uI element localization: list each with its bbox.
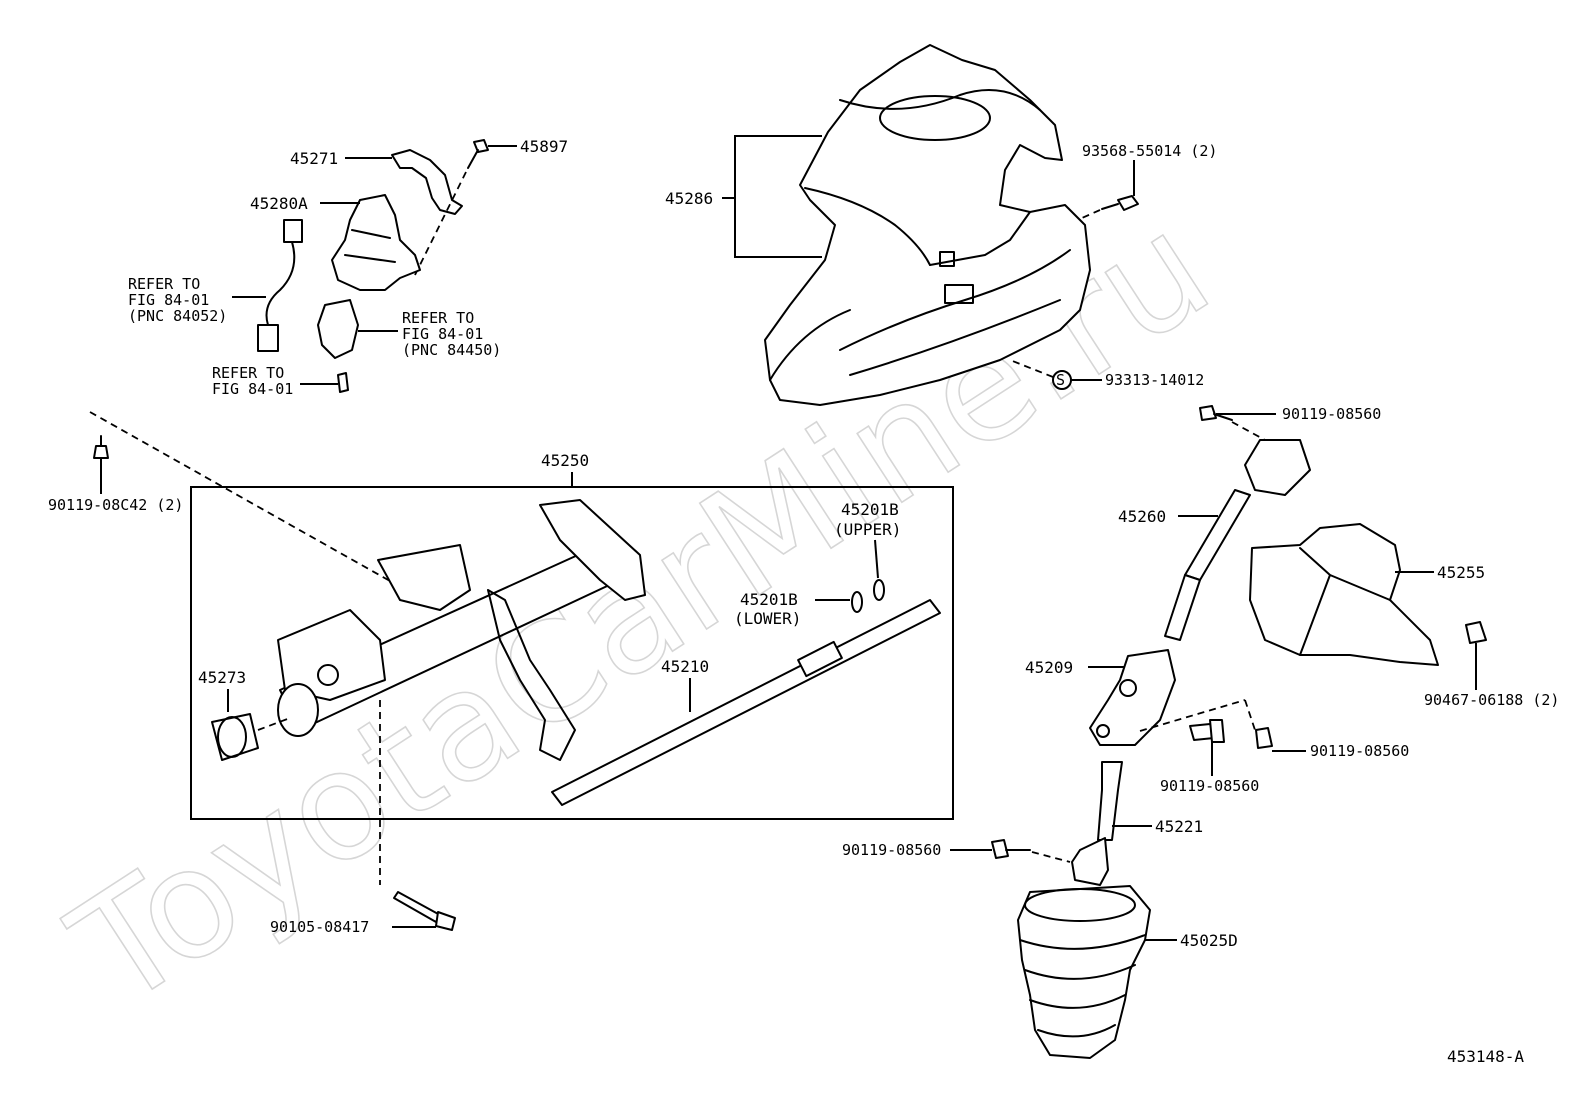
bracket-45271: [391, 149, 463, 215]
label-90105-08417: 90105-08417: [270, 918, 369, 936]
snap-ring-45201B-upper: [873, 579, 885, 601]
intermediate-shaft-45260: [1164, 439, 1311, 641]
svg-text:S: S: [1056, 371, 1065, 389]
leader-45286: [734, 135, 822, 258]
refer-to-84450-line3: (PNC 84450): [402, 341, 501, 359]
figure-number: 453148-A: [1447, 1047, 1524, 1066]
label-upper: (UPPER): [834, 520, 901, 539]
label-45221: 45221: [1155, 817, 1203, 836]
column-tube: [277, 499, 646, 761]
universal-joint-45209: [1089, 649, 1176, 746]
label-lower: (LOWER): [734, 609, 801, 628]
bolt-90105-08417: [393, 891, 456, 931]
refer-to-84052-line2: FIG 84-01: [128, 291, 209, 309]
small-screw-84-01: [337, 372, 349, 393]
cover-45255: [1249, 523, 1439, 666]
label-90119-08560-mid: 90119-08560: [1160, 777, 1259, 795]
screw-45897: [467, 139, 489, 169]
boot-45025D: [1017, 885, 1151, 1059]
label-45286: 45286: [665, 189, 713, 208]
label-45255: 45255: [1437, 563, 1485, 582]
bolt-90119-08560-mid: [1189, 719, 1225, 743]
column-cover-45286: [764, 44, 1091, 406]
label-45260: 45260: [1118, 507, 1166, 526]
clip-90467-06188: [1465, 621, 1487, 644]
label-90467-06188: 90467-06188 (2): [1424, 691, 1559, 709]
label-45271: 45271: [290, 149, 338, 168]
label-90119-08560-left: 90119-08560: [842, 841, 941, 859]
refer-to-84450-line2: FIG 84-01: [402, 325, 483, 343]
label-45273: 45273: [198, 668, 246, 687]
screw-93568-55014: [1101, 195, 1139, 211]
label-90119-08560-right: 90119-08560: [1310, 742, 1409, 760]
label-45897: 45897: [520, 137, 568, 156]
refer-to-84-01-line2: FIG 84-01: [212, 380, 293, 398]
sliding-yoke-45221: [1071, 761, 1123, 886]
bolt-90119-08560-right: [1255, 727, 1273, 749]
label-90119-08560-top: 90119-08560: [1282, 405, 1381, 423]
bolt-90119-08C42: [93, 435, 109, 459]
refer-to-84052-line3: (PNC 84052): [128, 307, 227, 325]
refer-to-84052-line1: REFER TO: [128, 275, 200, 293]
connector-wire-84052: [257, 219, 303, 352]
label-93313-14012: 93313-14012: [1105, 371, 1204, 389]
refer-to-84-01-line1: REFER TO: [212, 364, 284, 382]
ignition-housing-45280A: [331, 194, 421, 291]
label-90119-08C42: 90119-08C42 (2): [48, 496, 183, 514]
label-45250: 45250: [541, 451, 589, 470]
refer-to-84450-line1: REFER TO: [402, 309, 474, 327]
label-45025D: 45025D: [1180, 931, 1238, 950]
bolt-90119-08560-left: [991, 839, 1031, 859]
snap-ring-45201B-lower: [851, 591, 863, 613]
switch-84450: [317, 299, 359, 359]
label-45201B-lower: 45201B: [740, 590, 798, 609]
label-45210: 45210: [661, 657, 709, 676]
label-45280A: 45280A: [250, 194, 308, 213]
label-45201B-upper: 45201B: [841, 500, 899, 519]
label-93568-55014: 93568-55014 (2): [1082, 142, 1217, 160]
bushing-45273: [211, 713, 259, 761]
label-45209: 45209: [1025, 658, 1073, 677]
shaft-45210: [551, 599, 941, 806]
